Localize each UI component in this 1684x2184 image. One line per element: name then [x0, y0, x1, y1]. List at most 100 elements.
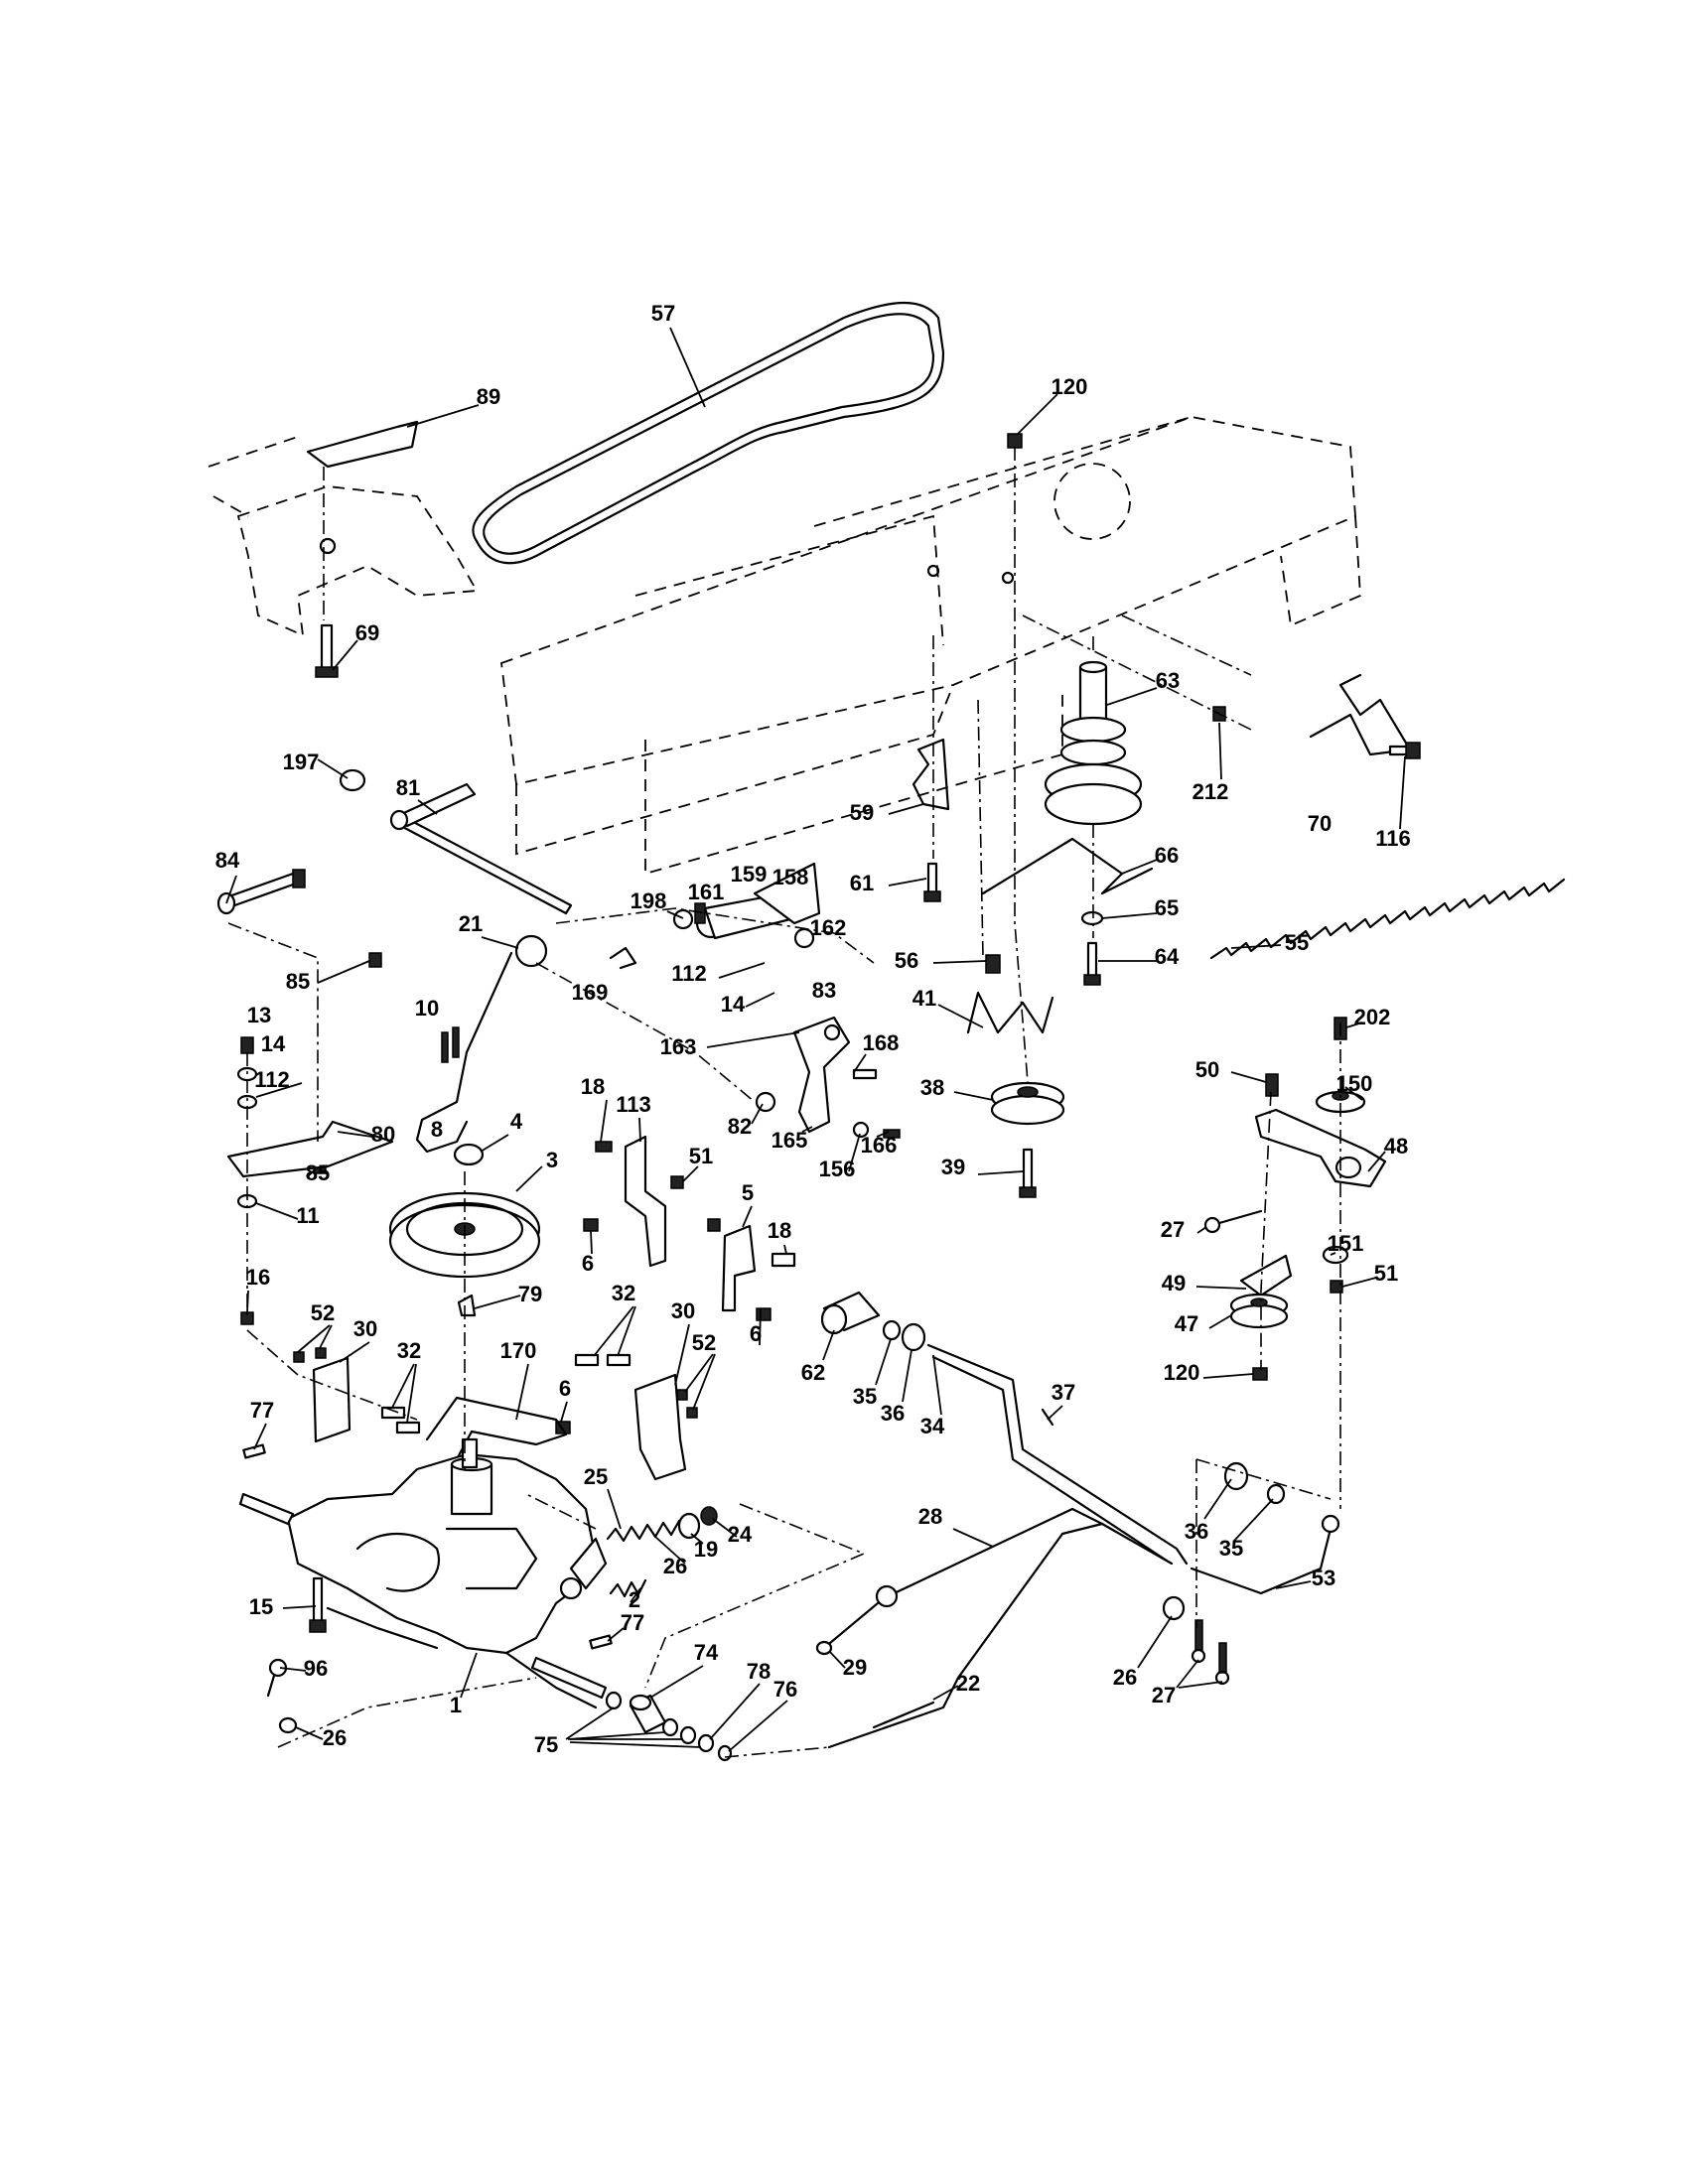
knob-21 [514, 934, 548, 968]
pulley-47 [1229, 1293, 1289, 1329]
clip-169 [609, 946, 637, 970]
part-label-30: 30 [671, 1298, 695, 1323]
part-label-96: 96 [304, 1656, 328, 1681]
washer-35-right [1266, 1483, 1286, 1505]
screw-10-b [452, 1026, 460, 1058]
rod-53 [1190, 1527, 1333, 1595]
spring-2 [609, 1578, 647, 1598]
spring-25 [606, 1519, 689, 1543]
bracket-165 [792, 1016, 851, 1134]
bracket-5 [721, 1224, 757, 1312]
shaft-84 [216, 869, 306, 915]
washer-156 [852, 1121, 870, 1139]
part-label-14: 14 [261, 1031, 286, 1056]
part-label-6: 6 [582, 1251, 594, 1276]
part-label-35: 35 [853, 1384, 877, 1409]
bolt-6-b [756, 1307, 772, 1321]
transaxle-1 [286, 1437, 608, 1709]
part-label-165: 165 [772, 1128, 808, 1153]
shaft-81 [389, 782, 573, 915]
part-label-36: 36 [881, 1401, 905, 1426]
part-label-30: 30 [353, 1316, 377, 1341]
bolt-32-d [606, 1353, 632, 1367]
rod-70 [1309, 673, 1412, 756]
part-label-28: 28 [918, 1504, 942, 1529]
part-label-81: 81 [396, 775, 420, 800]
part-label-158: 158 [772, 865, 809, 889]
part-label-32: 32 [397, 1338, 421, 1363]
bolt-18-b [771, 1252, 796, 1268]
part-label-56: 56 [895, 948, 918, 973]
part-label-50: 50 [1195, 1057, 1219, 1082]
part-label-21: 21 [459, 911, 483, 936]
tube-62 [820, 1291, 881, 1335]
part-label-202: 202 [1354, 1005, 1391, 1029]
part-label-8: 8 [431, 1117, 443, 1142]
rod-34 [926, 1343, 1189, 1566]
part-label-37: 37 [1052, 1380, 1075, 1405]
part-label-36: 36 [1185, 1519, 1208, 1544]
part-label-74: 74 [694, 1640, 719, 1665]
bracket-37 [1041, 1408, 1054, 1427]
screw-168 [852, 1068, 878, 1080]
washer-35-left [882, 1319, 902, 1341]
part-label-16: 16 [246, 1265, 270, 1290]
bolt-116 [1388, 742, 1421, 759]
part-label-89: 89 [477, 384, 500, 409]
part-label-38: 38 [920, 1075, 944, 1100]
part-label-83: 83 [812, 978, 836, 1003]
bolt-64 [1083, 941, 1101, 986]
part-label-80: 80 [371, 1122, 395, 1147]
part-label-62: 62 [801, 1360, 825, 1385]
part-label-26: 26 [663, 1554, 687, 1578]
bolt-52-a [293, 1351, 305, 1363]
bolt-32-a [380, 1406, 406, 1420]
part-label-150: 150 [1336, 1071, 1373, 1096]
part-label-66: 66 [1155, 843, 1179, 868]
eyebolt-27-bottom [1191, 1619, 1230, 1686]
part-label-18: 18 [768, 1218, 791, 1243]
part-label-113: 113 [616, 1092, 651, 1117]
washer-78 [697, 1733, 715, 1753]
part-label-51: 51 [1374, 1261, 1398, 1286]
lever-8 [415, 951, 513, 1154]
part-label-166: 166 [861, 1133, 898, 1158]
pin-96 [266, 1658, 288, 1698]
nut-51-a [670, 1175, 684, 1189]
arm-48 [1254, 1108, 1387, 1188]
nut-120-top [1007, 433, 1023, 449]
part-label-22: 22 [956, 1671, 980, 1696]
washer-65 [1080, 910, 1104, 926]
part-label-51: 51 [689, 1144, 713, 1168]
part-label-26: 26 [323, 1725, 347, 1750]
rod-66 [981, 837, 1154, 895]
part-label-197: 197 [283, 750, 320, 774]
nut-51-b [707, 1218, 721, 1232]
part-label-48: 48 [1384, 1134, 1408, 1159]
bolt-32-b [395, 1421, 421, 1434]
bracket-89 [306, 420, 419, 469]
part-label-55: 55 [1285, 930, 1309, 955]
washer-36-right [1223, 1461, 1249, 1491]
bolt-61 [923, 862, 941, 902]
part-label-5: 5 [742, 1180, 754, 1205]
bolt-6-a [583, 1218, 599, 1232]
bolt-52-c [676, 1389, 688, 1401]
part-label-64: 64 [1155, 944, 1180, 969]
part-label-1: 1 [450, 1693, 462, 1717]
part-label-112: 112 [671, 961, 707, 986]
part-label-85: 85 [286, 969, 310, 994]
part-label-77: 77 [250, 1398, 274, 1423]
eyebolt-27-top [1203, 1209, 1263, 1234]
part-label-25: 25 [584, 1464, 608, 1489]
part-label-24: 24 [728, 1522, 753, 1547]
part-label-49: 49 [1162, 1271, 1186, 1296]
part-label-77: 77 [621, 1610, 644, 1635]
part-label-52: 52 [692, 1330, 716, 1355]
pulley-151 [1322, 1245, 1349, 1265]
part-label-84: 84 [215, 848, 240, 873]
part-label-57: 57 [651, 301, 675, 326]
part-label-27: 27 [1161, 1217, 1185, 1242]
bracket-80 [226, 1120, 394, 1178]
bolt-18-a [595, 1141, 613, 1153]
